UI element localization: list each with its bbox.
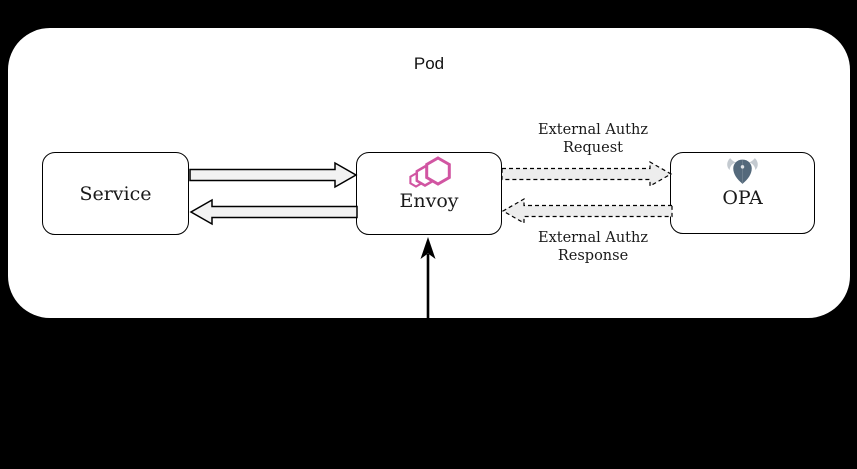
envoy-hexagon-large [425, 156, 451, 186]
node-envoy: Envoy [356, 152, 502, 235]
opa-right-horn [749, 158, 758, 170]
node-opa: OPA [670, 152, 815, 234]
opa-left-horn [727, 158, 736, 170]
arrow-envoy-to-service [189, 198, 358, 226]
pod-title: Pod [413, 54, 445, 73]
external-authz-response-label: External Authz Response [538, 230, 648, 264]
arrow-external-to-envoy [420, 237, 436, 320]
arrow-opa-to-envoy-dashed [501, 197, 673, 225]
arrow-envoy-to-opa-dashed [501, 160, 673, 188]
opa-label: OPA [722, 187, 763, 209]
envoy-logo-icon [409, 156, 451, 188]
opa-logo-icon [727, 158, 758, 184]
pod-container: Pod Service Envoy OPA [8, 28, 850, 320]
node-service: Service [42, 152, 189, 235]
up-arrowhead [420, 237, 436, 259]
arrow-service-to-envoy [189, 161, 358, 189]
envoy-label: Envoy [399, 190, 459, 212]
external-authz-request-label: External Authz Request [538, 122, 648, 156]
service-label: Service [79, 182, 152, 205]
opa-helmet-dot [740, 165, 745, 169]
